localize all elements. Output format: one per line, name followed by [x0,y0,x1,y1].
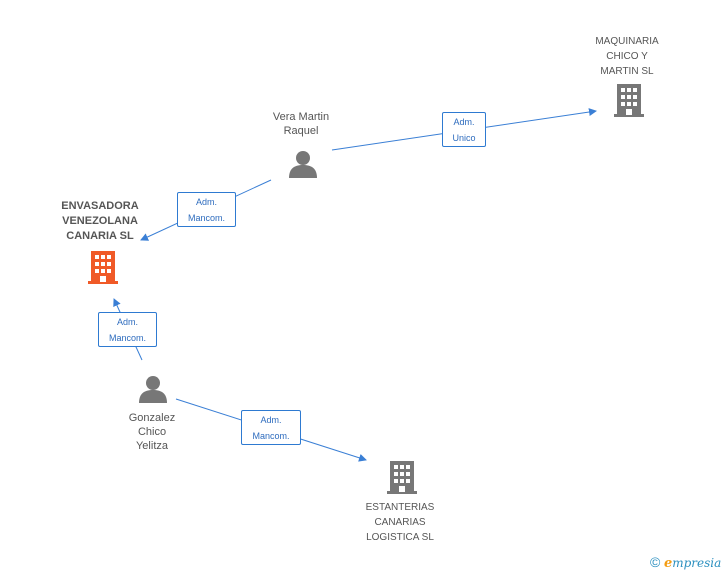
role-line: Adm. [453,117,475,127]
label-line: ESTANTERIAS [365,502,435,513]
label-line: CHICO Y [606,51,648,62]
role-line: Mancom. [252,431,290,441]
role-line: Mancom. [187,213,225,223]
node-label-estanterias[interactable]: ESTANTERIAS CANARIAS LOGISTICA SL [350,500,450,545]
label-line: MARTIN SL [600,66,654,77]
node-label-vera[interactable]: Vera Martin Raquel [255,110,347,138]
label-line: Gonzalez [128,412,176,424]
label-line: VENEZOLANA [62,215,138,227]
role-line: Adm. [260,415,282,425]
label-line: Chico [137,426,167,438]
building-icon-main[interactable] [88,251,118,284]
person-icon[interactable] [139,376,167,403]
role-box-adm-unico[interactable]: Adm. Unico [442,112,486,147]
role-box-adm-mancom[interactable]: Adm. Mancom. [177,192,236,227]
node-label-gonzalez[interactable]: Gonzalez Chico Yelitza [110,411,194,453]
copyright-symbol: © [650,554,661,570]
building-icon[interactable] [614,84,644,117]
role-line: Mancom. [108,333,146,343]
brand-first-letter: e [663,556,673,571]
person-icon[interactable] [289,151,317,178]
label-line: Yelitza [135,440,168,452]
role-box-adm-mancom[interactable]: Adm. Mancom. [241,410,301,445]
role-box-adm-mancom[interactable]: Adm. Mancom. [98,312,157,347]
role-line: Adm. [195,197,217,207]
label-line: ENVASADORA [61,200,139,212]
label-line: Raquel [283,125,319,137]
label-line: Vera Martin [272,111,330,123]
node-label-envasadora[interactable]: ENVASADORA VENEZOLANA CANARIA SL [50,199,150,244]
role-line: Adm. [116,317,138,327]
label-line: CANARIAS [374,517,426,528]
label-line: CANARIA SL [66,230,134,242]
building-icon[interactable] [387,461,417,494]
empresia-logo: © empresia [650,554,721,571]
label-line: MAQUINARIA [595,36,659,47]
node-label-maquinaria[interactable]: MAQUINARIA CHICO Y MARTIN SL [582,34,672,79]
role-line: Unico [452,133,476,143]
label-line: LOGISTICA SL [366,532,434,543]
brand-name: mpresia [672,556,722,570]
